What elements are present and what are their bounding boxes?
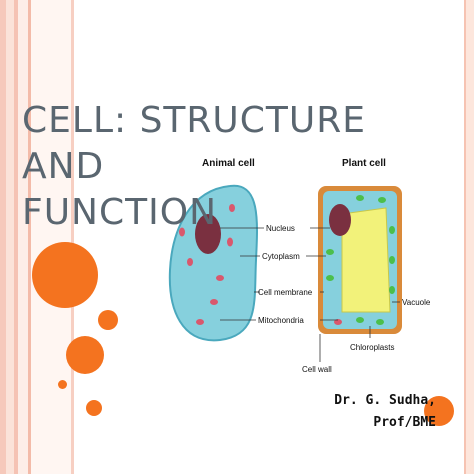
plant-cell-title: Plant cell [342, 158, 386, 169]
decor-circle-small [86, 400, 102, 416]
decor-circle-small [58, 380, 67, 389]
animal-cell-illustration [168, 184, 258, 342]
author-block: Dr. G. Sudha, Prof/BME [334, 390, 436, 434]
author-name: Dr. G. Sudha, [334, 393, 436, 408]
left-border-stripe [18, 0, 28, 474]
label-chloroplasts: Chloroplasts [350, 343, 394, 352]
slide-title: CELL: STRUCTURE AND FUNCTION [22, 100, 367, 233]
right-border [466, 0, 474, 474]
decor-circle-large [32, 242, 98, 308]
plant-nucleus [329, 204, 351, 236]
label-vacuole: Vacuole [402, 298, 431, 307]
left-border-stripe [6, 0, 14, 474]
left-border-stripe [0, 0, 6, 474]
left-border-stripe [31, 0, 71, 474]
label-mitochondria: Mitochondria [258, 316, 304, 325]
animal-nucleus [195, 214, 221, 254]
author-department: Prof/BME [373, 415, 436, 430]
left-border-stripe [71, 0, 74, 474]
left-border-stripe [28, 0, 31, 474]
animal-cell-title: Animal cell [202, 158, 255, 169]
decor-circle-medium [66, 336, 104, 374]
label-cytoplasm: Cytoplasm [262, 252, 300, 261]
left-border-stripe [14, 0, 18, 474]
label-nucleus: Nucleus [266, 224, 295, 233]
plant-cell-illustration [318, 186, 402, 334]
cell-diagram: Animal cell Plant cell [168, 158, 431, 374]
decor-circle-medium [98, 310, 118, 330]
decor-circle-right [424, 396, 454, 426]
right-border-line [464, 0, 466, 474]
label-cell-wall: Cell wall [302, 365, 332, 374]
label-cell-membrane: Cell membrane [258, 288, 313, 297]
